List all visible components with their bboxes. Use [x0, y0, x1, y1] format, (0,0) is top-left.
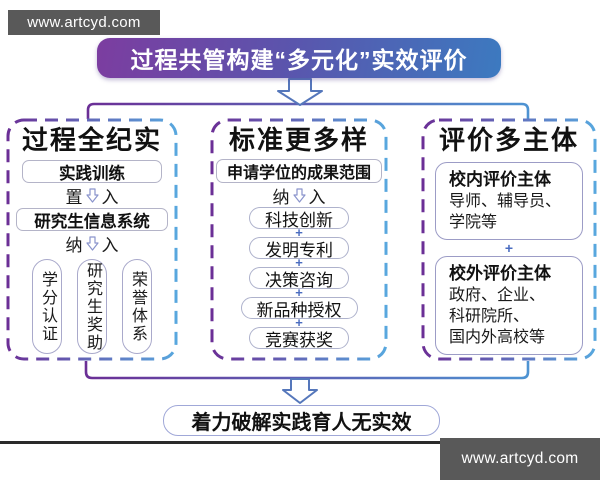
panel-heading: 标准更多样: [228, 126, 369, 155]
plus-separator: +: [504, 240, 514, 256]
policy-consulting-pill: 决策咨询: [249, 267, 349, 290]
card-title: 校外评价主体: [449, 264, 551, 283]
plus-separator: +: [295, 225, 303, 240]
card-body: 政府、企业、 科研院所、 国内外高校等: [449, 287, 546, 346]
insert-row: 纳 入: [272, 185, 326, 207]
small-down-arrow-icon: [85, 187, 99, 203]
grad-scholarship-pill: 研究生奖助: [77, 259, 107, 354]
down-arrow-top: [277, 78, 323, 106]
panel-heading: 过程全纪实: [21, 126, 162, 155]
card-body: 导师、辅导员、 学院等: [449, 193, 562, 231]
panel-heading: 评价多主体: [438, 126, 579, 155]
new-variety-pill: 新品种授权: [240, 297, 358, 320]
internal-evaluator-card: 校内评价主体 导师、辅导员、 学院等: [435, 162, 583, 240]
degree-scope-box: 申请学位的成果范围: [216, 159, 382, 183]
down-arrow-bottom: [282, 378, 318, 404]
small-down-arrow-icon: [292, 187, 306, 203]
small-down-arrow-icon: [85, 235, 99, 251]
vertical-pill-row: 学分认证 研究生奖助 荣誉体系: [32, 259, 152, 354]
credit-certification-pill: 学分认证: [32, 259, 62, 354]
grad-info-system-box: 研究生信息系统: [16, 208, 168, 231]
insert-row: 纳 入: [65, 233, 119, 255]
achievement-pill-stack: 科技创新 + 发明专利 + 决策咨询 + 新品种授权 + 竞赛获奖: [240, 207, 358, 350]
competition-award-pill: 竞赛获奖: [249, 327, 349, 350]
plus-separator: +: [295, 285, 303, 300]
panel-diverse-standards: 标准更多样 申请学位的成果范围 纳 入 科技创新 + 发明专利 + 决策咨询 +…: [210, 118, 388, 361]
card-title: 校内评价主体: [449, 170, 551, 189]
external-evaluator-card: 校外评价主体 政府、企业、 科研院所、 国内外高校等: [435, 256, 583, 355]
practice-training-box: 实践训练: [22, 160, 162, 183]
insert-pre-label: 置: [65, 187, 83, 207]
plus-separator: +: [295, 255, 303, 270]
insert-pre-label: 纳: [272, 187, 290, 207]
watermark-top: www.artcyd.com: [8, 10, 160, 35]
dashed-border: [210, 118, 388, 361]
insert-pre-label: 纳: [65, 235, 83, 255]
watermark-bottom: www.artcyd.com: [440, 438, 600, 480]
dashed-border: [6, 118, 178, 361]
panel-multi-evaluators: 评价多主体 校内评价主体 导师、辅导员、 学院等 + 校外评价主体 政府、企业、…: [421, 118, 597, 361]
top-bracket-line: [86, 102, 530, 119]
diagram-title: 过程共管构建“多元化”实效评价: [97, 38, 501, 78]
insert-row: 置 入: [65, 185, 119, 207]
conclusion-box: 着力破解实践育人无实效: [163, 405, 440, 436]
plus-separator: +: [295, 315, 303, 330]
insert-post-label: 入: [308, 187, 326, 207]
bottom-divider-line: [0, 441, 600, 444]
insert-post-label: 入: [101, 235, 119, 255]
honor-system-pill: 荣誉体系: [122, 259, 152, 354]
bottom-bracket-line: [84, 361, 530, 380]
invention-patent-pill: 发明专利: [249, 237, 349, 260]
insert-post-label: 入: [101, 187, 119, 207]
tech-innovation-pill: 科技创新: [249, 207, 349, 230]
dashed-border: [421, 118, 597, 361]
panel-process-record: 过程全纪实 实践训练 置 入 研究生信息系统 纳 入 学分认证 研究生奖助 荣: [6, 118, 178, 361]
